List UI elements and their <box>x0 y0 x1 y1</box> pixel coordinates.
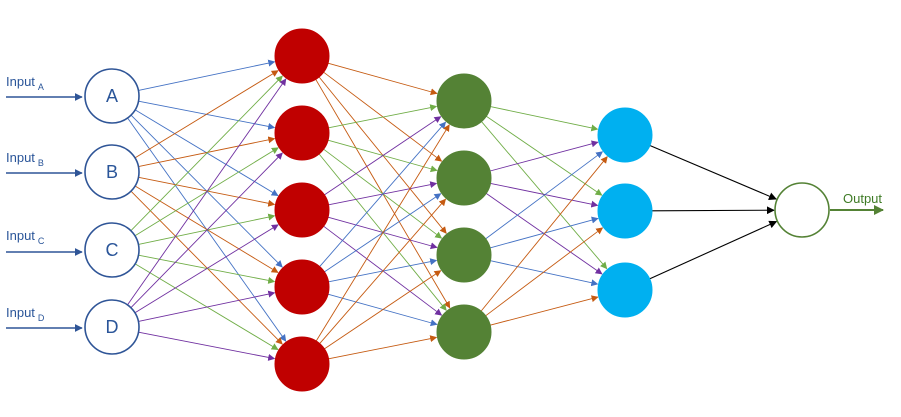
hidden-layer-1-node-2 <box>274 105 330 161</box>
hidden-layer-2-node-1 <box>436 73 492 129</box>
connection-edge <box>490 106 599 132</box>
connection-edge <box>651 206 775 215</box>
connection-edge <box>138 136 276 168</box>
hidden-layer-1-node-4 <box>274 259 330 315</box>
connection-edge <box>134 70 279 159</box>
hidden-layer-1-node-5 <box>274 336 330 392</box>
hidden-layer-3-node-1 <box>597 107 653 163</box>
connection-edge <box>324 270 442 350</box>
connection-edge <box>327 62 438 96</box>
connection-edge <box>328 335 438 360</box>
hidden-layer-2-node-2 <box>436 150 492 206</box>
connection-edge <box>486 115 603 196</box>
connection-edge <box>489 140 599 172</box>
connection-edge <box>138 290 276 322</box>
input-layer-node-1 <box>84 68 140 124</box>
connection-edge <box>649 144 777 200</box>
connection-edge <box>130 75 283 232</box>
connection-edge <box>130 190 283 345</box>
hidden-layer-2-node-4 <box>436 304 492 360</box>
connection-edge <box>319 198 447 344</box>
connection-edge <box>480 156 608 312</box>
connection-edge <box>127 78 287 306</box>
input-layer-node-3 <box>84 222 140 278</box>
connection-edge <box>130 152 283 309</box>
hidden-layer-3-node-3 <box>597 262 653 318</box>
connection-edge <box>315 124 450 342</box>
connection-edge <box>134 185 279 273</box>
hidden-layer-1-node-1 <box>274 28 330 84</box>
node-c-letter: C <box>106 240 119 260</box>
connection-edge <box>324 116 442 196</box>
connection-edge <box>138 59 276 91</box>
connection-edge <box>485 151 604 240</box>
output-label: Output <box>843 191 882 206</box>
connection-edge <box>134 224 279 314</box>
hidden-layer-1-node-3 <box>274 182 330 238</box>
input-layer-node-2 <box>84 144 140 200</box>
connection-edge <box>319 121 447 267</box>
neurons <box>84 28 830 392</box>
connection-edge <box>328 104 438 129</box>
connection-edge <box>489 295 599 326</box>
connection-edge <box>138 176 276 207</box>
connections <box>127 59 778 361</box>
node-b-letter: B <box>106 162 118 182</box>
connection-edge <box>138 331 276 361</box>
output-layer-node-1 <box>774 182 830 238</box>
node-a-letter: A <box>106 86 118 106</box>
hidden-layer-2-node-3 <box>436 227 492 283</box>
connection-edge <box>489 216 599 249</box>
input-layer-node-4 <box>84 299 140 355</box>
node-d-letter: D <box>106 317 119 337</box>
connection-edge <box>490 182 599 208</box>
connection-edge <box>649 220 778 280</box>
hidden-layer-3-node-2 <box>597 183 653 239</box>
connection-edge <box>485 227 604 317</box>
